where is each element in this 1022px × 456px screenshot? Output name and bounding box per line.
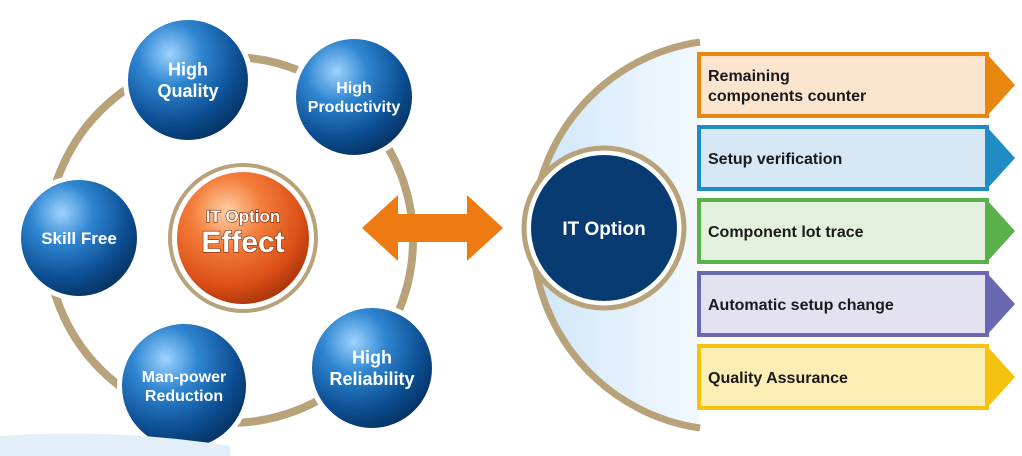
feature-component-lot-trace: Component lot trace — [697, 198, 1015, 264]
double-arrow — [362, 195, 503, 261]
feature-label: Automatic setup change — [708, 297, 894, 314]
satellite-ball — [312, 308, 432, 428]
feature-quality-assurance: Quality Assurance — [697, 344, 1015, 410]
satellite-label: Skill Free — [41, 229, 117, 248]
feature-box — [697, 344, 989, 410]
satellite-label: High — [352, 348, 392, 368]
feature-label: Setup verification — [708, 151, 842, 168]
satellite-label: High — [336, 80, 372, 97]
center-line1: IT Option — [206, 207, 281, 226]
feature-arrow-tip — [987, 54, 1015, 116]
feature-setup-verification: Setup verification — [697, 125, 1015, 191]
feature-label: Component lot trace — [708, 224, 864, 241]
satellite-ball — [128, 20, 248, 140]
satellite-ball — [21, 180, 137, 296]
feature-label: components counter — [708, 88, 866, 105]
it-option-label: IT Option — [562, 219, 645, 240]
feature-label: Remaining — [708, 68, 790, 85]
feature-box — [697, 125, 989, 191]
feature-label: Quality Assurance — [708, 370, 848, 387]
center-line2: Effect — [201, 226, 284, 259]
feature-box — [697, 271, 989, 337]
feature-arrow-tip — [987, 127, 1015, 189]
center-effect-circle: IT Option Effect — [168, 163, 318, 313]
feature-arrow-tip — [987, 346, 1015, 408]
satellite-ball — [296, 39, 412, 155]
feature-arrow-tip — [987, 273, 1015, 335]
satellite-ball — [122, 324, 246, 448]
satellite-skill-free: Skill Free — [16, 175, 142, 301]
feature-remaining-components-counter: Remaining components counter — [697, 52, 1015, 118]
satellite-label: Man-power — [142, 369, 226, 386]
feature-box — [697, 198, 989, 264]
feature-box — [697, 52, 989, 118]
satellite-label: Reduction — [145, 388, 223, 405]
feature-arrow-tip — [987, 200, 1015, 262]
feature-automatic-setup-change: Automatic setup change — [697, 271, 1015, 337]
decorative-swoosh — [0, 433, 230, 456]
satellite-label: Reliability — [329, 369, 414, 389]
it-option-circle: IT Option — [521, 145, 687, 311]
satellite-label: High — [168, 60, 208, 80]
satellite-label: Productivity — [308, 99, 401, 116]
satellite-label: Quality — [157, 81, 218, 101]
